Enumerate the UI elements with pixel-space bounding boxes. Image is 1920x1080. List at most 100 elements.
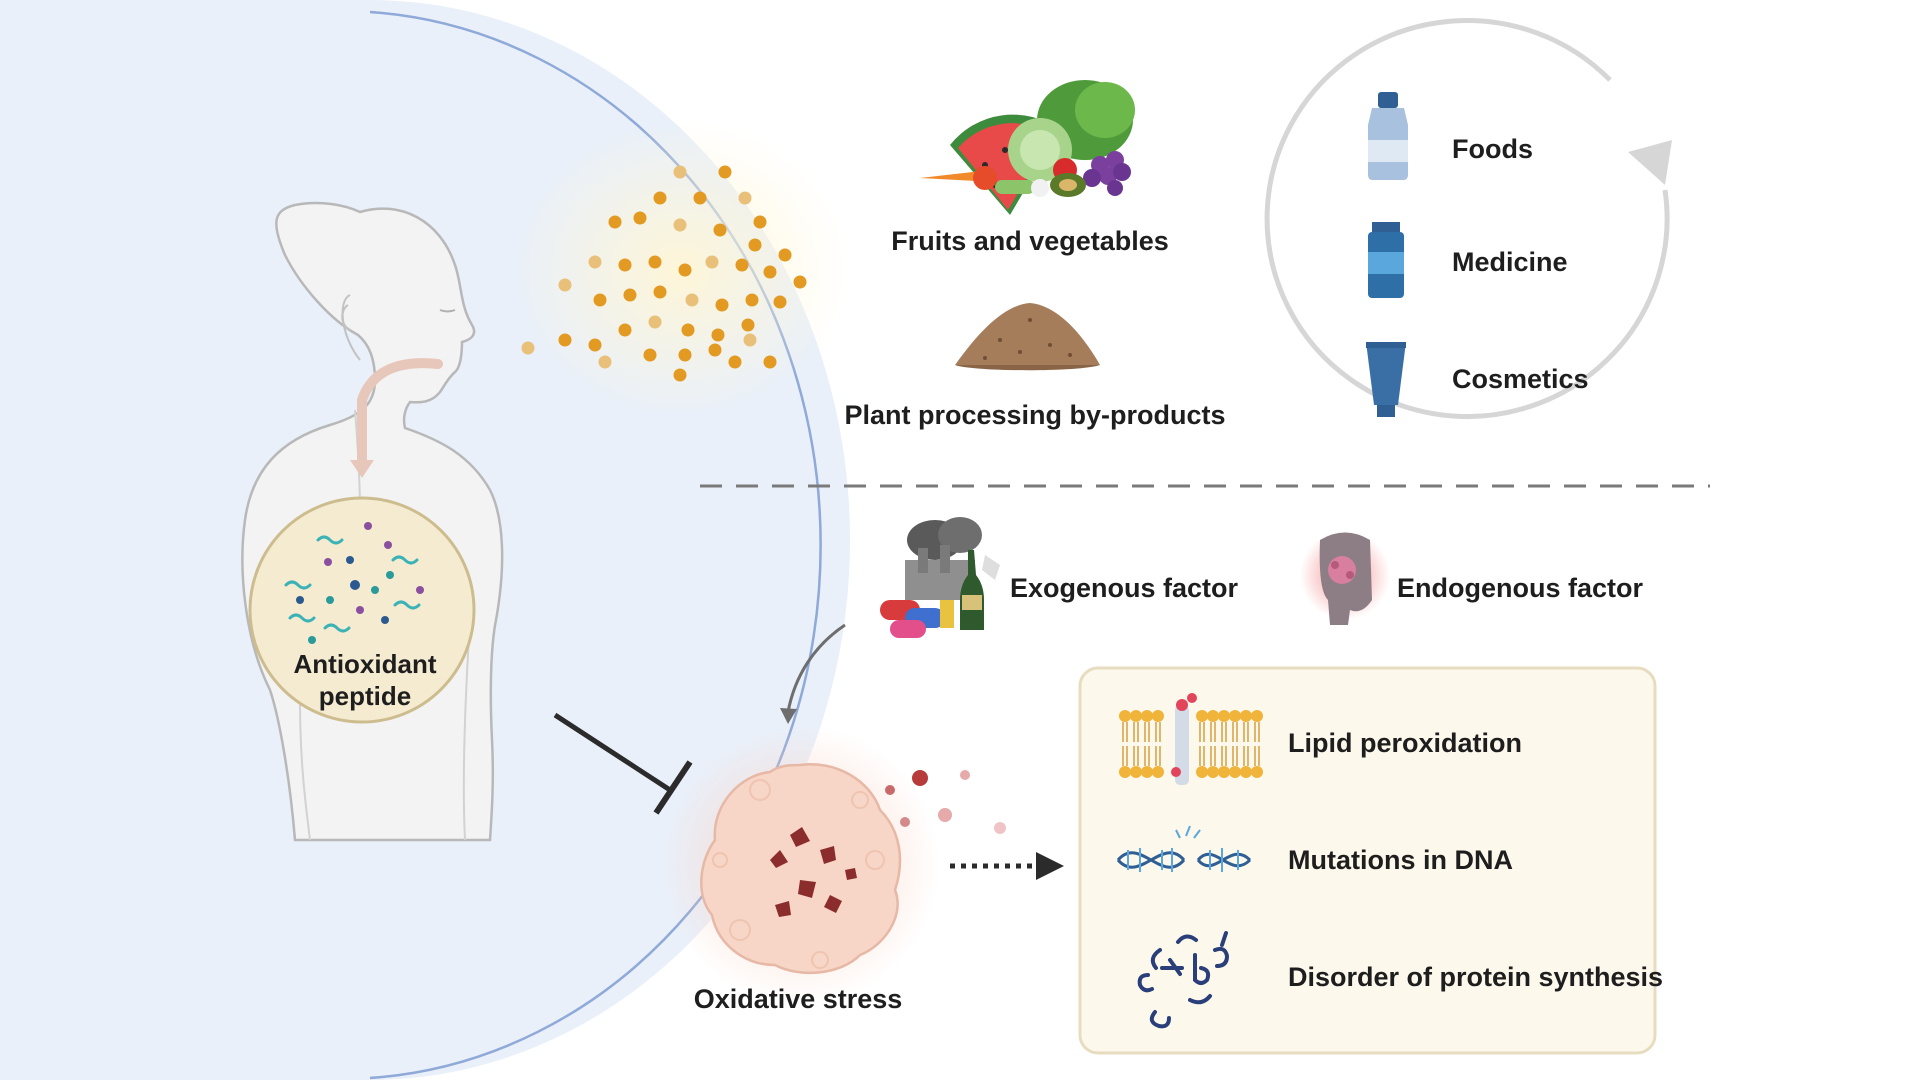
peptide-dot	[618, 258, 632, 272]
exogenous-arrow	[780, 623, 846, 724]
lipid-head	[1130, 766, 1142, 778]
peptide-dot	[678, 348, 692, 362]
lipid-tail	[1254, 746, 1260, 766]
peptide-dot	[763, 265, 777, 279]
cosmetics-tube-icon	[1366, 342, 1406, 417]
free-radicals	[885, 770, 1006, 834]
peptide-dot	[653, 285, 667, 299]
peptide-dot	[653, 191, 667, 205]
peptide-dot	[681, 323, 695, 337]
endogenous-factor-label: Endogenous factor	[1397, 573, 1644, 603]
applications-cycle	[1264, 18, 1672, 420]
peptide-dot	[793, 275, 807, 289]
peptide-lung-circle	[248, 496, 476, 724]
peptide-dot	[718, 165, 732, 179]
fruits-vegetables-label: Fruits and vegetables	[891, 226, 1169, 256]
peptide-dot	[648, 255, 662, 269]
medicine-bottle-icon	[1368, 222, 1404, 298]
lipid-tail	[1232, 746, 1238, 766]
lipid-tail	[1243, 722, 1249, 742]
lipid-tail	[1232, 722, 1238, 742]
lipid-tail	[1254, 722, 1260, 742]
lipid-head	[1141, 766, 1153, 778]
peptide-dot	[708, 343, 722, 357]
peptide-dot	[673, 165, 687, 179]
lipid-head	[1207, 766, 1219, 778]
lipid-head	[1119, 710, 1131, 722]
lipid-tail	[1133, 722, 1139, 742]
byproducts-label: Plant processing by-products	[844, 400, 1226, 430]
peptide-dot	[711, 328, 725, 342]
protein-fragments-icon	[1137, 931, 1230, 1029]
lipid-tail	[1133, 746, 1139, 766]
lipid-head	[1130, 710, 1142, 722]
effects-box	[1078, 666, 1657, 1055]
bottle-icon	[1368, 92, 1408, 180]
lipid-head	[1229, 710, 1241, 722]
peptide-dot	[763, 355, 777, 369]
peptide-dots	[521, 165, 807, 382]
exogenous-factor-icon	[880, 517, 1000, 638]
peptide-dot	[728, 355, 742, 369]
peptide-label: Antioxidant peptide	[294, 648, 437, 712]
peptide-label-line1: Antioxidant	[293, 649, 437, 679]
lipid-tail	[1122, 746, 1128, 766]
peptide-dot	[741, 318, 755, 332]
lipid-head	[1218, 766, 1230, 778]
oxidative-stress-label: Oxidative stress	[693, 984, 903, 1014]
peptide-dot	[673, 218, 687, 232]
peptide-dot	[588, 338, 602, 352]
lipid-head	[1240, 710, 1252, 722]
peptide-dot	[593, 293, 607, 307]
lipid-tail	[1221, 746, 1227, 766]
peptide-dot	[745, 293, 759, 307]
application-foods: Foods	[1452, 134, 1533, 164]
lipid-tail	[1199, 722, 1205, 742]
lipid-tail	[1144, 722, 1150, 742]
peptide-dot	[521, 341, 535, 355]
lipid-tail	[1155, 746, 1161, 766]
peptide-dot	[558, 278, 572, 292]
peptide-dot	[735, 258, 749, 272]
peptide-dot	[713, 223, 727, 237]
lipid-head	[1251, 766, 1263, 778]
lipid-bilayer-icon	[1119, 693, 1263, 785]
lipid-tail	[1243, 746, 1249, 766]
peptide-dot	[715, 298, 729, 312]
peptide-dot	[678, 263, 692, 277]
peptide-dot	[778, 248, 792, 262]
peptide-dot	[618, 323, 632, 337]
effect-dna-mutations: Mutations in DNA	[1288, 845, 1513, 875]
inhibition-arrow	[553, 712, 693, 815]
lipid-head	[1218, 710, 1230, 722]
lipid-tail	[1199, 746, 1205, 766]
peptide-dot	[673, 368, 687, 382]
lipid-tail	[1144, 746, 1150, 766]
peptide-dot	[648, 315, 662, 329]
effects-arrow	[950, 852, 1064, 880]
lipid-head	[1251, 710, 1263, 722]
effect-protein-disorder: Disorder of protein synthesis	[1288, 962, 1664, 992]
lipid-tail	[1221, 722, 1227, 742]
peptide-dot	[643, 348, 657, 362]
peptide-dot	[693, 191, 707, 205]
endogenous-factor-icon	[1300, 530, 1390, 625]
peptide-dot	[773, 295, 787, 309]
peptide-dot	[598, 355, 612, 369]
airway-arrow	[350, 358, 443, 478]
lipid-tail	[1210, 746, 1216, 766]
lipid-head	[1152, 710, 1164, 722]
lipid-tail	[1122, 722, 1128, 742]
application-medicine: Medicine	[1452, 247, 1568, 277]
fruits-vegetables-icon	[920, 80, 1135, 215]
peptide-dot	[705, 255, 719, 269]
lipid-head	[1141, 710, 1153, 722]
lipid-tail	[1210, 722, 1216, 742]
dna-icon	[1116, 825, 1252, 872]
oxidative-stress-cell	[660, 725, 940, 1005]
peptide-dot	[753, 215, 767, 229]
peptide-dot	[748, 238, 762, 252]
peptide-dot	[685, 293, 699, 307]
